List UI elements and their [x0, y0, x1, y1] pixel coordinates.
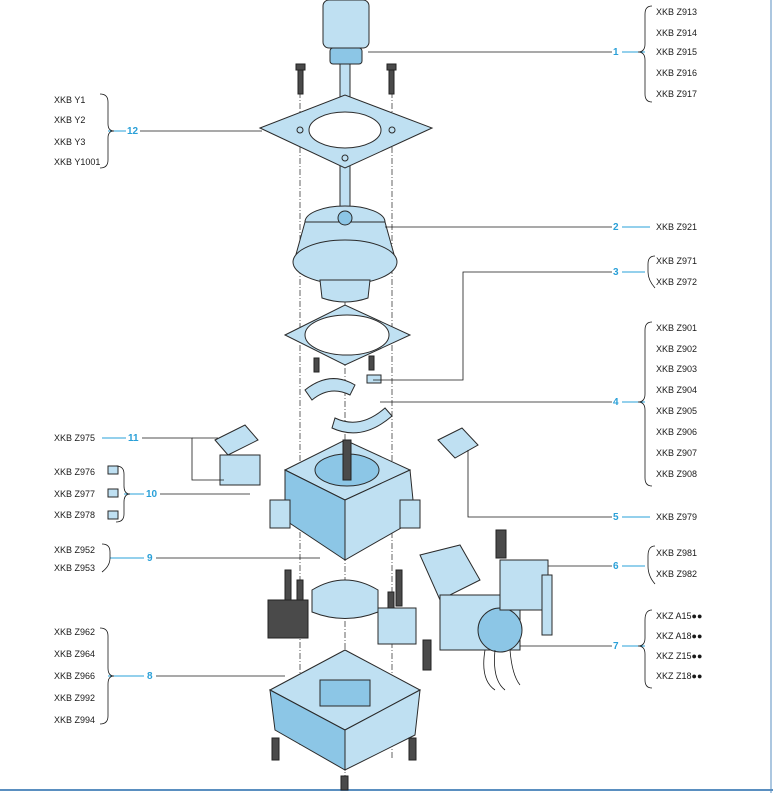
pushers	[214, 424, 479, 486]
ref-label: XKB Z952	[54, 545, 96, 555]
callout-number-10: 10	[146, 489, 158, 500]
ref-label: XKB Z981	[656, 548, 698, 558]
gasket	[283, 304, 412, 366]
ref-label: XKB Z979	[656, 512, 698, 522]
callout-number-11: 11	[128, 433, 139, 444]
ref-label: XKB Y2	[54, 115, 86, 125]
ref-label: XKB Z994	[54, 715, 96, 725]
ref-label: XKB Z977	[54, 489, 96, 499]
top-screws	[295, 63, 397, 95]
ref-label: XKB Z917	[656, 89, 698, 99]
callout-number-2: 2	[613, 222, 619, 233]
ref-label: XKB Z972	[656, 277, 698, 287]
ref-label: XKB Z975	[54, 433, 96, 443]
springs-saddle	[267, 569, 417, 645]
ref-label: XKB Z992	[54, 693, 96, 703]
ref-label: XKZ Z15●●	[656, 651, 703, 661]
mounting-plate	[258, 94, 434, 169]
ref-label: XKB Z902	[656, 344, 698, 354]
cam-parts	[304, 355, 393, 434]
ref-label: XKB Y3	[54, 137, 86, 147]
ref-label: XKZ A18●●	[656, 631, 703, 641]
leader-lines	[102, 51, 650, 677]
brackets	[99, 5, 656, 725]
switch-assembly	[419, 529, 553, 691]
ref-label: XKB Y1001	[54, 157, 101, 167]
ref-label: XKB Z916	[656, 68, 698, 78]
callout-number-9: 9	[147, 553, 153, 564]
ref-label: XKB Z976	[54, 467, 96, 477]
callout-number-8: 8	[147, 671, 153, 682]
callout-number-12: 12	[127, 126, 139, 137]
ref-label: XKB Z901	[656, 323, 698, 333]
ref-label: XKB Y1	[54, 95, 86, 105]
callout-number-6: 6	[613, 561, 619, 572]
ref-label: XKB Z903	[656, 364, 698, 374]
small-clips	[107, 465, 119, 520]
ref-label: XKB Z914	[656, 28, 698, 38]
ref-label: XKB Z905	[656, 406, 698, 416]
ref-label: XKB Z921	[656, 222, 698, 232]
callout-number-4: 4	[613, 397, 619, 408]
callout-number-3: 3	[613, 267, 619, 278]
ref-label: XKB Z908	[656, 469, 698, 479]
ref-label: XKZ A15●●	[656, 611, 703, 621]
ref-label: XKB Z982	[656, 569, 698, 579]
housing	[269, 439, 421, 561]
ref-label: XKB Z966	[54, 671, 96, 681]
ref-label: XKB Z962	[54, 627, 96, 637]
ref-label: XKB Z907	[656, 448, 698, 458]
ref-label: XKB Z913	[656, 7, 698, 17]
ref-label: XKB Z964	[54, 649, 96, 659]
ref-label: XKB Z906	[656, 427, 698, 437]
callout-number-1: 1	[613, 47, 619, 58]
callout-number-7: 7	[613, 641, 619, 652]
ref-label: XKB Z978	[54, 510, 96, 520]
base-housing	[268, 649, 422, 791]
callout-number-5: 5	[613, 512, 619, 523]
ref-label: XKZ Z18●●	[656, 671, 703, 681]
ref-label: XKB Z971	[656, 256, 698, 266]
ref-label: XKB Z953	[54, 563, 96, 573]
ref-label: XKB Z904	[656, 385, 698, 395]
ref-label: XKB Z915	[656, 47, 698, 57]
rubber-boot	[292, 205, 398, 303]
